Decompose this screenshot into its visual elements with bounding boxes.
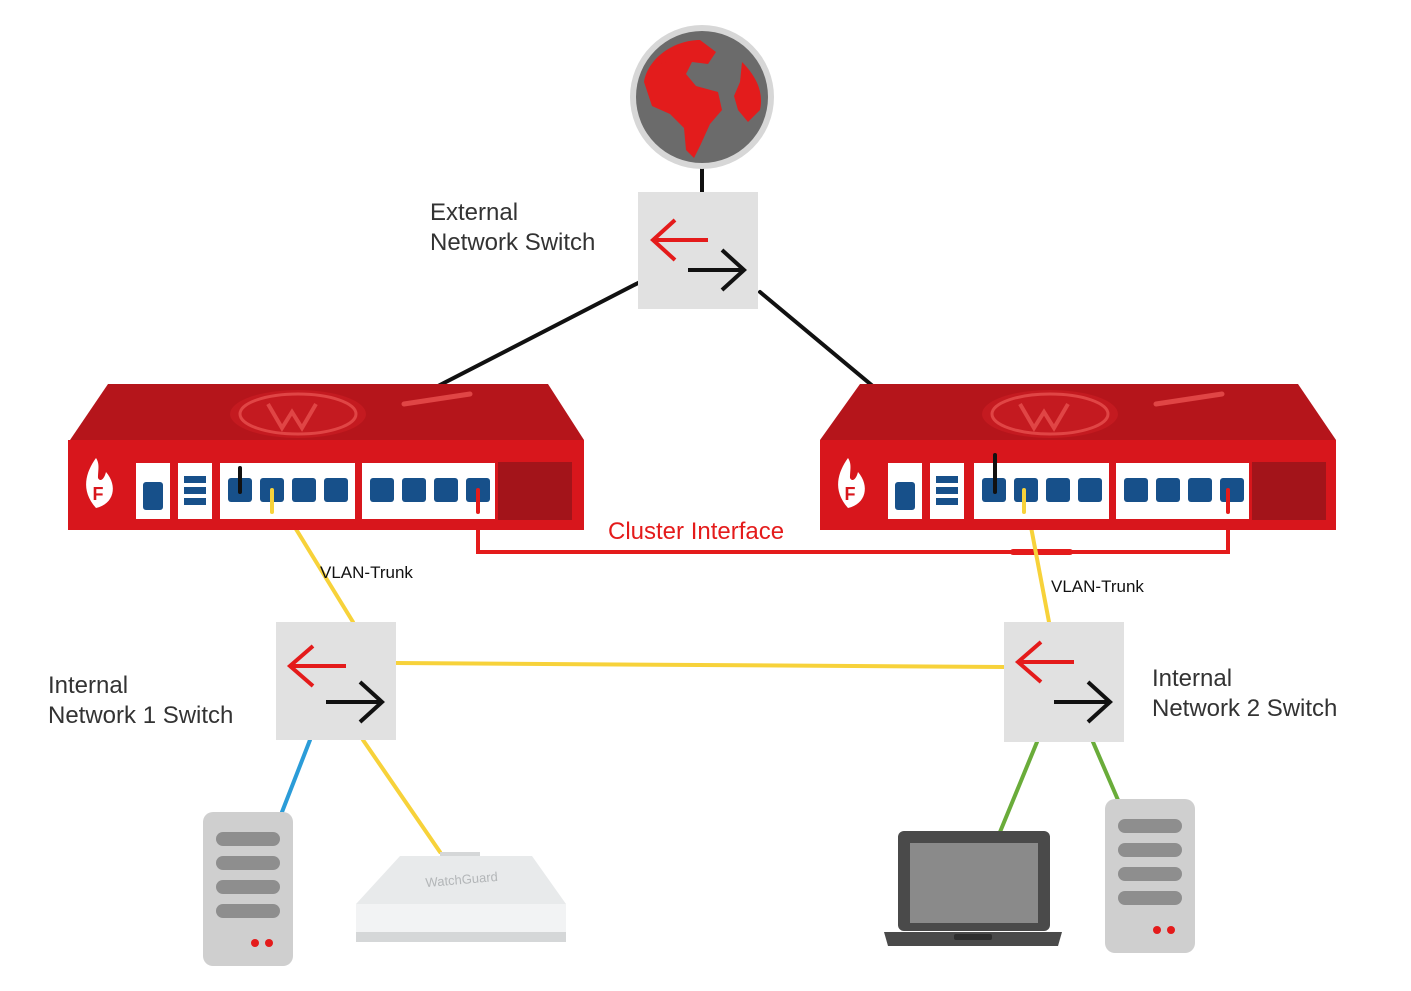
external-switch-label-line2: Network Switch: [430, 229, 596, 256]
external-switch-label-line1: External: [430, 199, 519, 226]
vlan-trunk-left-label: VLAN-Trunk: [320, 563, 413, 582]
laptop-icon: [884, 831, 1062, 946]
internal-switch-2-label-line2: Network 2 Switch: [1152, 695, 1338, 722]
internal-switch-1-label-line2: Network 1 Switch: [48, 702, 234, 729]
server-icon: [1105, 799, 1195, 953]
laptop-link: [998, 740, 1039, 834]
server-icon: [203, 812, 293, 966]
access-point-icon: WatchGuard: [356, 852, 566, 942]
firebox-right: F: [820, 384, 1336, 530]
cluster-interface-label: Cluster Interface: [608, 518, 785, 545]
access-point-brand: WatchGuard: [425, 869, 499, 890]
internal-switch-2-icon: [1004, 622, 1124, 742]
svg-text:F: F: [93, 484, 104, 504]
firebox-left: F: [68, 384, 584, 530]
vlan-trunk-right-label: VLAN-Trunk: [1051, 577, 1144, 596]
access-point-link: [361, 738, 442, 854]
internal-switch-1-label-line1: Internal: [48, 672, 129, 699]
globe-icon: [630, 25, 774, 169]
svg-text:F: F: [845, 484, 856, 504]
firebox-logo-icon: F: [86, 458, 113, 508]
internal-switch-2-label: Internal Network 2 Switch: [1152, 664, 1337, 724]
server-right-link: [1091, 740, 1120, 802]
external-switch-label: External Network Switch: [430, 198, 595, 258]
internal-switch-1-icon: [276, 622, 396, 740]
switch-interconnect-link: [394, 661, 1006, 669]
server-left-link: [280, 738, 312, 814]
internal-switch-2-label-line1: Internal: [1152, 665, 1233, 692]
internal-switch-1-label: Internal Network 1 Switch: [48, 671, 233, 731]
external-switch-icon: [638, 192, 758, 309]
port-cable-ends: [238, 453, 1230, 514]
firebox-logo-icon: F: [838, 458, 865, 508]
